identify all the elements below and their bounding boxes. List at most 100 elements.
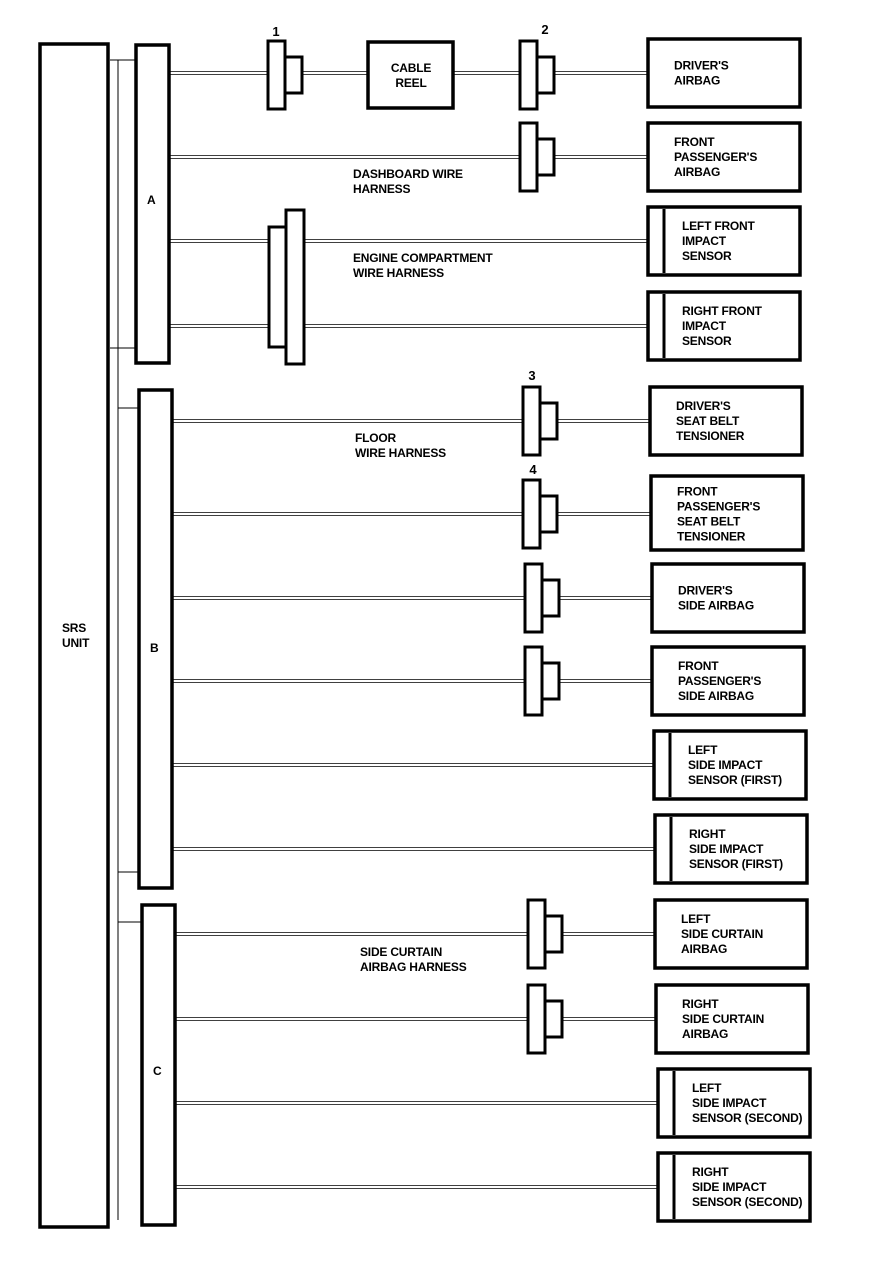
drivers-seat-belt-tensioner-box	[648, 385, 804, 457]
right-side-curtain-airbag-label-line: AIRBAG	[682, 1027, 728, 1041]
connector-b-label: B	[150, 641, 159, 655]
front-passengers-side-airbag-label-line: PASSENGER'S	[678, 674, 761, 688]
right-side-impact-sensor-first-label-line: SIDE IMPACT	[689, 842, 764, 856]
left-front-impact-sensor-label-line: LEFT FRONT	[682, 219, 756, 233]
left-side-impact-sensor-second-box	[656, 1067, 812, 1139]
drivers-side-airbag-label-line: DRIVER'S	[678, 584, 733, 598]
connector-2	[535, 55, 556, 95]
front-passengers-airbag-label-line: FRONT	[674, 135, 715, 149]
right-side-impact-sensor-first-label-line: RIGHT	[689, 827, 726, 841]
srs-unit-label-line: UNIT	[62, 636, 90, 650]
right-side-impact-sensor-second-label-line: SENSOR (SECOND)	[692, 1195, 803, 1209]
front-passengers-side-airbag-label-line: SIDE AIRBAG	[678, 689, 754, 703]
connector-left-curtain	[543, 914, 564, 954]
left-side-impact-sensor-first-label-line: SIDE IMPACT	[688, 758, 763, 772]
right-front-impact-sensor-label-line: RIGHT FRONT	[682, 304, 763, 318]
front-passengers-seat-belt-tensioner-label-line: TENSIONER	[677, 530, 746, 544]
right-front-impact-sensor-label-line: IMPACT	[682, 319, 727, 333]
connector-2	[518, 39, 539, 111]
left-front-impact-sensor-label-line: SENSOR	[682, 249, 732, 263]
right-side-curtain-airbag-label-line: SIDE CURTAIN	[682, 1012, 764, 1026]
left-side-impact-sensor-first-label-line: SENSOR (FIRST)	[688, 773, 782, 787]
connector-driver-side-airbag	[523, 562, 544, 634]
connector-b-label-line: B	[150, 641, 159, 655]
cable-reel-label-line: REEL	[395, 76, 426, 90]
left-side-impact-sensor-first-box	[652, 729, 808, 801]
right-front-impact-sensor-label-line: SENSOR	[682, 334, 732, 348]
side-curtain-harness-label-line: AIRBAG HARNESS	[360, 960, 467, 974]
connector-a-label: A	[147, 193, 156, 207]
drivers-side-airbag-label-line: SIDE AIRBAG	[678, 599, 754, 613]
connector-a-block	[134, 43, 171, 365]
dashboard-harness-label-line: HARNESS	[353, 182, 410, 196]
connector-left-curtain	[526, 898, 547, 970]
connector-4	[521, 478, 542, 550]
drivers-seat-belt-tensioner-label-line: TENSIONER	[676, 429, 745, 443]
engine-harness-label-line: WIRE HARNESS	[353, 266, 444, 280]
right-side-impact-sensor-second-label-line: RIGHT	[692, 1165, 729, 1179]
drivers-airbag-box	[646, 37, 802, 109]
right-side-impact-sensor-first-box	[653, 813, 809, 885]
front-passengers-side-airbag-box	[650, 645, 806, 717]
drivers-airbag-label-line: AIRBAG	[674, 74, 720, 88]
connector-3	[521, 385, 542, 457]
front-passengers-airbag-box	[646, 121, 802, 193]
connector-right-curtain	[543, 999, 564, 1039]
cable-reel-box	[366, 40, 455, 110]
connector-c-label-line: C	[153, 1064, 162, 1078]
srs-unit-label-line: SRS	[62, 621, 86, 635]
left-side-impact-sensor-second-label-line: LEFT	[692, 1081, 722, 1095]
connector-number-4-line: 4	[529, 462, 537, 477]
connector-c-label: C	[153, 1064, 162, 1078]
left-side-impact-sensor-first-label-line: LEFT	[688, 743, 718, 757]
connector-4	[538, 494, 559, 534]
left-side-curtain-airbag-label-line: LEFT	[681, 912, 711, 926]
engine-harness-label-line: ENGINE COMPARTMENT	[353, 251, 493, 265]
front-passengers-side-airbag-label-line: FRONT	[678, 659, 719, 673]
left-side-curtain-airbag-label-line: SIDE CURTAIN	[681, 927, 763, 941]
connector-1	[283, 55, 304, 95]
drivers-seat-belt-tensioner-label-line: DRIVER'S	[676, 399, 731, 413]
connector-b-block	[137, 388, 174, 890]
engine-connector-plate	[284, 208, 306, 366]
connector-number-3-line: 3	[528, 368, 535, 383]
drivers-side-airbag-box	[650, 562, 806, 634]
right-side-impact-sensor-second-label-line: SIDE IMPACT	[692, 1180, 767, 1194]
connector-number-4: 4	[529, 462, 537, 477]
left-front-impact-sensor-box	[646, 205, 802, 277]
front-passengers-seat-belt-tensioner-label-line: SEAT BELT	[677, 515, 741, 529]
connector-right-curtain	[526, 983, 547, 1055]
front-passengers-seat-belt-tensioner-label-line: FRONT	[677, 485, 718, 499]
left-side-curtain-airbag-box	[653, 898, 809, 970]
dashboard-harness-label-line: DASHBOARD WIRE	[353, 167, 463, 181]
connector-number-2-line: 2	[541, 22, 548, 37]
floor-harness-label-line: WIRE HARNESS	[355, 446, 446, 460]
connector-passenger-side-airbag	[523, 645, 544, 717]
connector-c-block	[140, 903, 177, 1227]
connector-number-1: 1	[272, 24, 279, 39]
cable-reel-label-line: CABLE	[391, 61, 432, 75]
left-side-impact-sensor-second-label-line: SIDE IMPACT	[692, 1096, 767, 1110]
drivers-airbag-label-line: DRIVER'S	[674, 59, 729, 73]
connector-3	[538, 401, 559, 441]
right-side-curtain-airbag-box	[654, 983, 810, 1055]
